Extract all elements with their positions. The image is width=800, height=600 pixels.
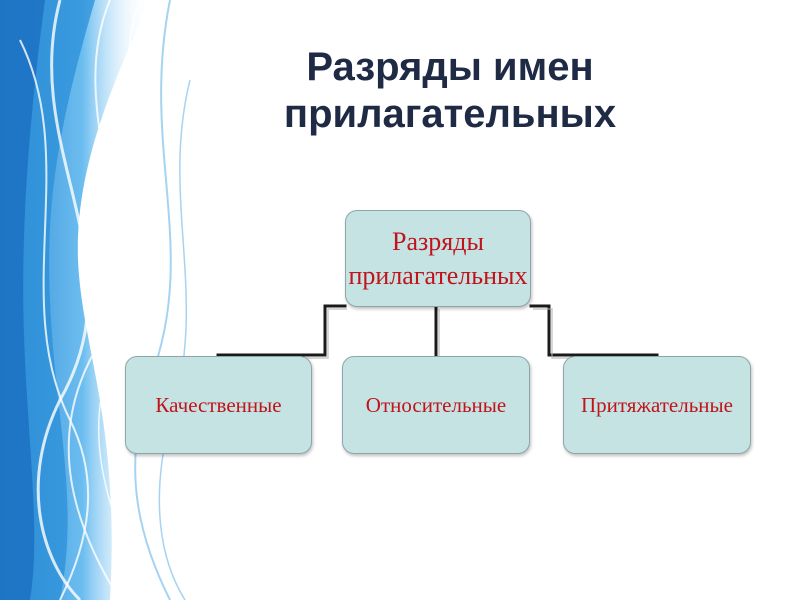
connector-right <box>529 304 659 357</box>
node-relative-label: Относительные <box>365 392 507 417</box>
node-possessive-label: Притяжательные <box>581 392 733 417</box>
node-possessive: Притяжательные <box>563 356 751 454</box>
node-root-line-1: Разряды <box>392 226 484 256</box>
node-root-adjective-categories: Разряды прилагательных <box>345 210 531 307</box>
node-root-line-2: прилагательных <box>348 260 528 290</box>
slide-title: Разряды имен прилагательных <box>200 44 700 138</box>
connector-left <box>216 304 347 357</box>
node-relative: Относительные <box>342 356 530 454</box>
slide-title-line-1: Разряды имен <box>306 45 594 89</box>
slide-title-line-2: прилагательных <box>283 92 617 136</box>
node-qualitative: Качественные <box>125 356 312 454</box>
node-qualitative-label: Качественные <box>155 392 282 417</box>
